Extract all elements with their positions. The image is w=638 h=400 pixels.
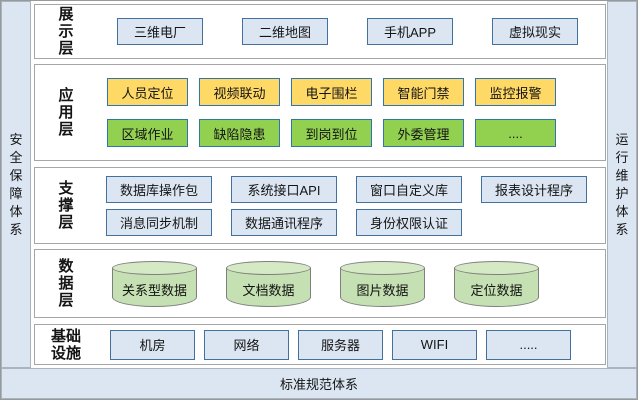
- support-box: 报表设计程序: [481, 175, 587, 203]
- application-layer-label: 应用层: [58, 87, 74, 138]
- security-assurance-label: 安全保障体系: [9, 131, 23, 237]
- app-box: 外委管理: [383, 119, 464, 147]
- support-layer: 支撑层 数据库操作包 系统接口API 窗口自定义库 报表设计程序 消息同步机制 …: [34, 167, 606, 244]
- support-row-1: 数据库操作包 系统接口API 窗口自定义库 报表设计程序: [97, 175, 605, 203]
- display-layer-label: 展示层: [58, 6, 74, 57]
- display-box: 二维地图: [242, 18, 328, 45]
- display-box: 手机APP: [367, 18, 453, 45]
- support-box: 数据库操作包: [106, 175, 212, 203]
- display-row: 三维电厂 二维地图 手机APP 虚拟现实: [97, 18, 605, 45]
- standards-bar: 标准规范体系: [1, 368, 637, 399]
- infra-box: 机房: [110, 329, 195, 360]
- standards-label: 标准规范体系: [279, 377, 358, 392]
- infra-box: .....: [486, 329, 571, 360]
- support-box: 消息同步机制: [106, 208, 212, 236]
- cylinder-top-ellipse: [340, 260, 425, 275]
- app-box: 电子围栏: [291, 78, 372, 106]
- database-cylinder: 图片数据: [340, 260, 425, 307]
- support-box: 数据通讯程序: [231, 208, 337, 236]
- app-box: 区域作业: [107, 119, 188, 147]
- display-box: 三维电厂: [117, 18, 203, 45]
- app-box: 缺陷隐患: [199, 119, 280, 147]
- database-cylinder: 文档数据: [226, 260, 311, 307]
- display-layer: 展示层 三维电厂 二维地图 手机APP 虚拟现实: [34, 4, 606, 59]
- app-box: 监控报警: [475, 78, 556, 106]
- app-box: 视频联动: [199, 78, 280, 106]
- data-layer-label: 数据层: [58, 258, 74, 309]
- application-layer: 应用层 人员定位 视频联动 电子围栏 智能门禁 监控报警 区域作业 缺陷隐患 到…: [34, 64, 606, 161]
- support-box: 窗口自定义库: [356, 175, 462, 203]
- app-box: 智能门禁: [383, 78, 464, 106]
- infra-box: WIFI: [392, 329, 477, 360]
- layers-column: 展示层 三维电厂 二维地图 手机APP 虚拟现实 应用层 人员定位 视频联动: [34, 1, 606, 365]
- infra-box: 网络: [204, 329, 289, 360]
- app-box: ....: [475, 119, 556, 147]
- database-cylinder: 关系型数据: [112, 260, 197, 307]
- application-row-1: 人员定位 视频联动 电子围栏 智能门禁 监控报警: [97, 78, 605, 106]
- support-layer-label: 支撑层: [58, 180, 74, 231]
- infrastructure-layer: 基础设施 机房 网络 服务器 WIFI .....: [34, 324, 606, 365]
- app-box: 人员定位: [107, 78, 188, 106]
- app-box: 到岗到位: [291, 119, 372, 147]
- display-box: 虚拟现实: [492, 18, 578, 45]
- cylinder-top-ellipse: [226, 260, 311, 275]
- application-row-2: 区域作业 缺陷隐患 到岗到位 外委管理 ....: [97, 119, 605, 147]
- data-row: 关系型数据 文档数据 图片数据 定位数据: [97, 260, 605, 307]
- support-box: 系统接口API: [231, 175, 337, 203]
- infrastructure-layer-label: 基础设施: [50, 327, 81, 362]
- operation-maintenance-label: 运行维护体系: [615, 131, 629, 237]
- infrastructure-row: 机房 网络 服务器 WIFI .....: [97, 329, 605, 360]
- data-layer: 数据层 关系型数据 文档数据 图片数据: [34, 249, 606, 318]
- security-assurance-sidebar: 安全保障体系: [1, 1, 31, 368]
- operation-maintenance-sidebar: 运行维护体系: [607, 1, 637, 368]
- database-cylinder: 定位数据: [454, 260, 539, 307]
- cylinder-top-ellipse: [112, 260, 197, 275]
- support-row-2: 消息同步机制 数据通讯程序 身份权限认证: [97, 208, 605, 236]
- infra-box: 服务器: [298, 329, 383, 360]
- support-box: 身份权限认证: [356, 208, 462, 236]
- cylinder-top-ellipse: [454, 260, 539, 275]
